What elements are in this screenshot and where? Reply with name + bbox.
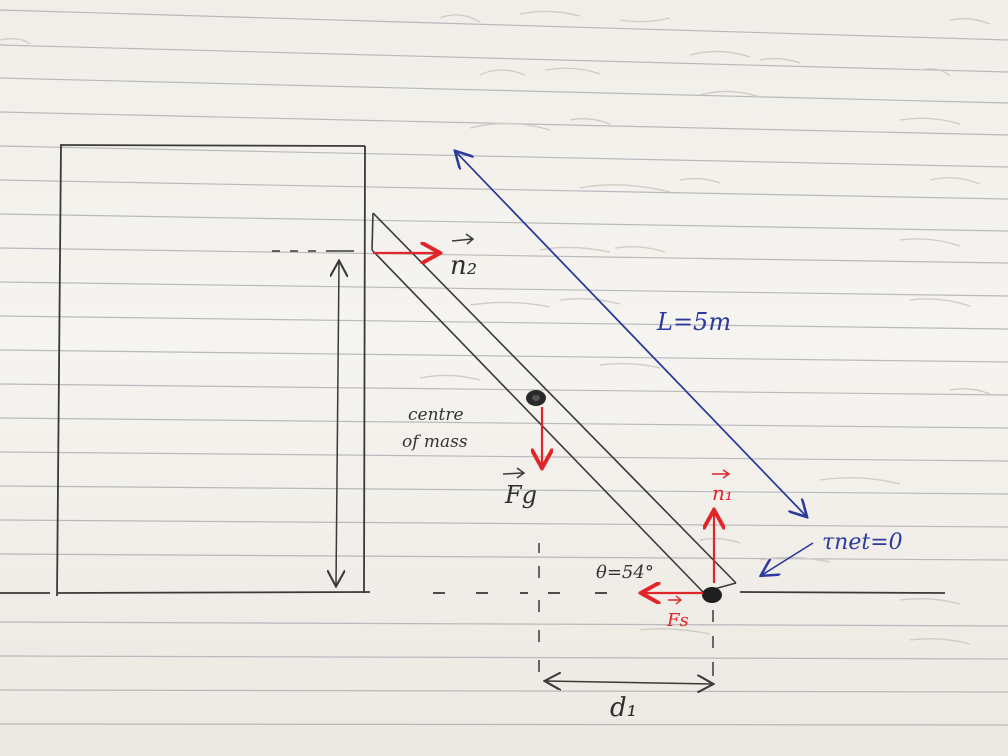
net-torque-label: τnet=0 bbox=[822, 530, 903, 555]
gravity-force-label: Fg bbox=[504, 481, 537, 509]
force-vectors bbox=[373, 253, 714, 593]
angle-label: θ=54° bbox=[596, 562, 654, 583]
centre-of-mass-label-line1: centre bbox=[408, 405, 464, 425]
centre-of-mass-label-line2: of mass bbox=[402, 432, 468, 452]
length-label: L=5m bbox=[656, 308, 731, 336]
ruled-lines bbox=[0, 9, 1008, 726]
height-dimension bbox=[272, 250, 354, 585]
normal-force-wall-label: n₂ bbox=[450, 251, 477, 281]
centre-of-mass-dot bbox=[526, 390, 546, 406]
distance-label: d₁ bbox=[610, 693, 637, 723]
length-arrow bbox=[456, 152, 814, 575]
ladder-base-dot bbox=[702, 587, 722, 603]
normal-force-ground-label: n₁ bbox=[712, 481, 733, 505]
ladder bbox=[371, 212, 737, 593]
friction-force-label: Fs bbox=[666, 610, 689, 631]
ground-line bbox=[0, 591, 946, 594]
distance-dimension bbox=[538, 543, 713, 684]
wall bbox=[56, 144, 366, 597]
bleed-through-marks bbox=[0, 10, 991, 645]
vector-label-overlines bbox=[451, 233, 731, 605]
